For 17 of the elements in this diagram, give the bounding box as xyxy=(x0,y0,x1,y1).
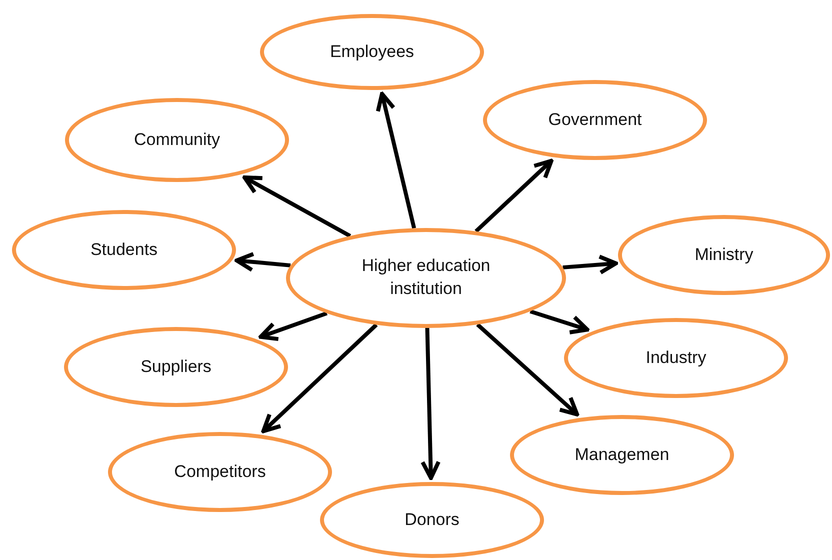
node-label: Higher education institution xyxy=(360,255,492,300)
node-label: Competitors xyxy=(174,460,266,483)
arrow xyxy=(376,92,416,229)
arrow xyxy=(258,311,328,342)
node-label: Suppliers xyxy=(140,356,212,378)
node-label: Community xyxy=(134,128,220,151)
arrow xyxy=(420,328,441,480)
arrow xyxy=(562,254,618,275)
node-label: Industry xyxy=(646,346,706,369)
node-label: Government xyxy=(548,108,642,131)
arrow xyxy=(242,175,352,238)
node-label: Students xyxy=(90,238,158,261)
arrow xyxy=(530,309,590,334)
node-label: Donors xyxy=(404,508,460,531)
node-label: Managemen xyxy=(574,444,670,466)
node-label: Employees xyxy=(330,40,414,63)
node-label: Ministry xyxy=(694,244,754,266)
